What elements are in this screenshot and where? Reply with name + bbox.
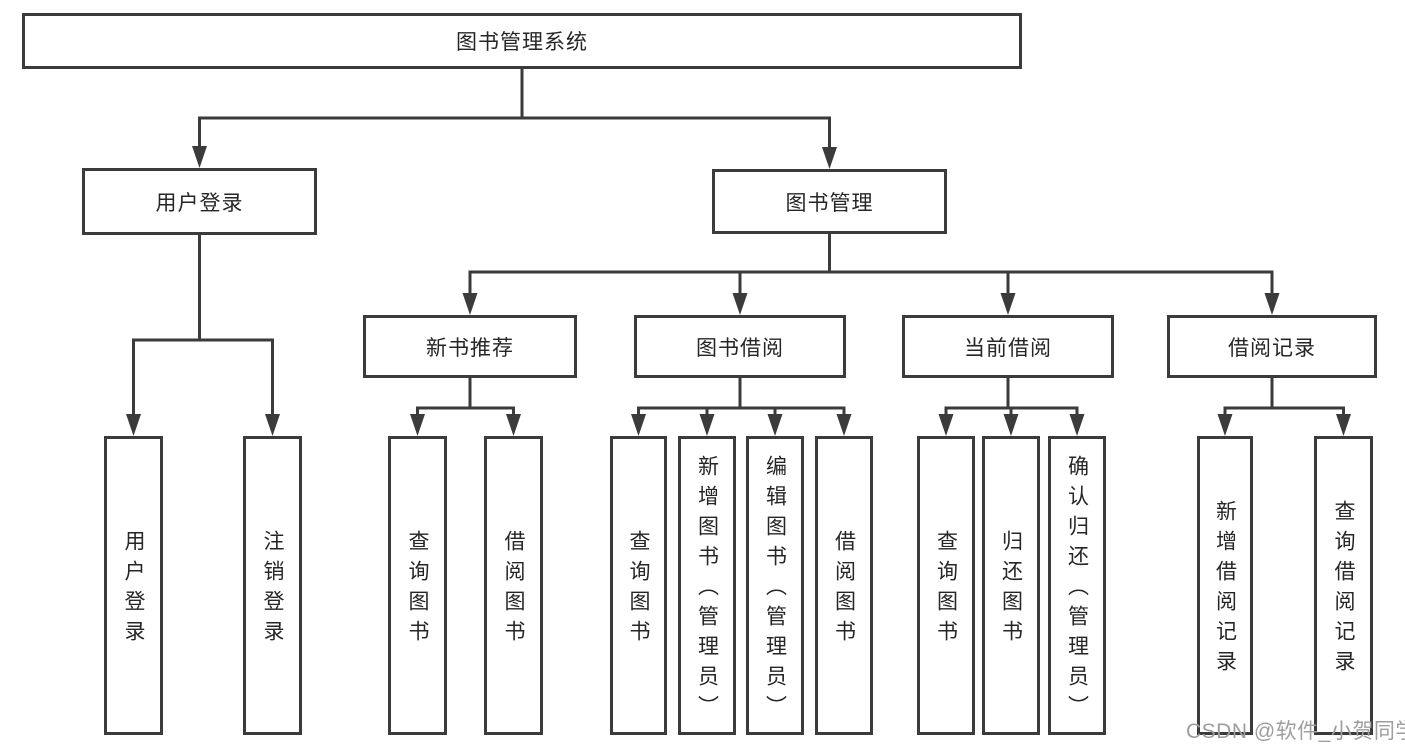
node-current-borrow: 当前借阅 <box>902 315 1114 378</box>
leaf-edit-book-admin: 编辑图书（管理员） <box>746 436 804 735</box>
node-root: 图书管理系统 <box>22 13 1022 69</box>
leaf-query-books-current: 查询图书 <box>917 436 975 735</box>
leaf-add-borrow-record: 新增借阅记录 <box>1197 436 1253 735</box>
leaf-add-book-admin: 新增图书（管理员） <box>678 436 736 735</box>
leaf-logout: 注销登录 <box>243 436 302 735</box>
leaf-user-login: 用户登录 <box>104 436 163 735</box>
csdn-watermark: CSDN @软件_小贺同学 <box>1186 720 1405 743</box>
leaf-query-books-borrow: 查询图书 <box>610 436 667 735</box>
node-new-book-recommend: 新书推荐 <box>363 315 577 378</box>
leaf-return-book: 归还图书 <box>982 436 1040 735</box>
node-borrow-records: 借阅记录 <box>1167 315 1377 378</box>
node-user-login: 用户登录 <box>82 168 317 235</box>
leaf-borrow-books: 借阅图书 <box>815 436 873 735</box>
leaf-confirm-return-admin: 确认归还（管理员） <box>1048 436 1106 735</box>
node-book-management: 图书管理 <box>712 169 947 234</box>
leaf-query-borrow-record: 查询借阅记录 <box>1314 436 1373 735</box>
leaf-borrow-books-recommend: 借阅图书 <box>484 436 543 735</box>
node-book-borrow: 图书借阅 <box>634 315 846 378</box>
leaf-query-books-recommend: 查询图书 <box>388 436 447 735</box>
